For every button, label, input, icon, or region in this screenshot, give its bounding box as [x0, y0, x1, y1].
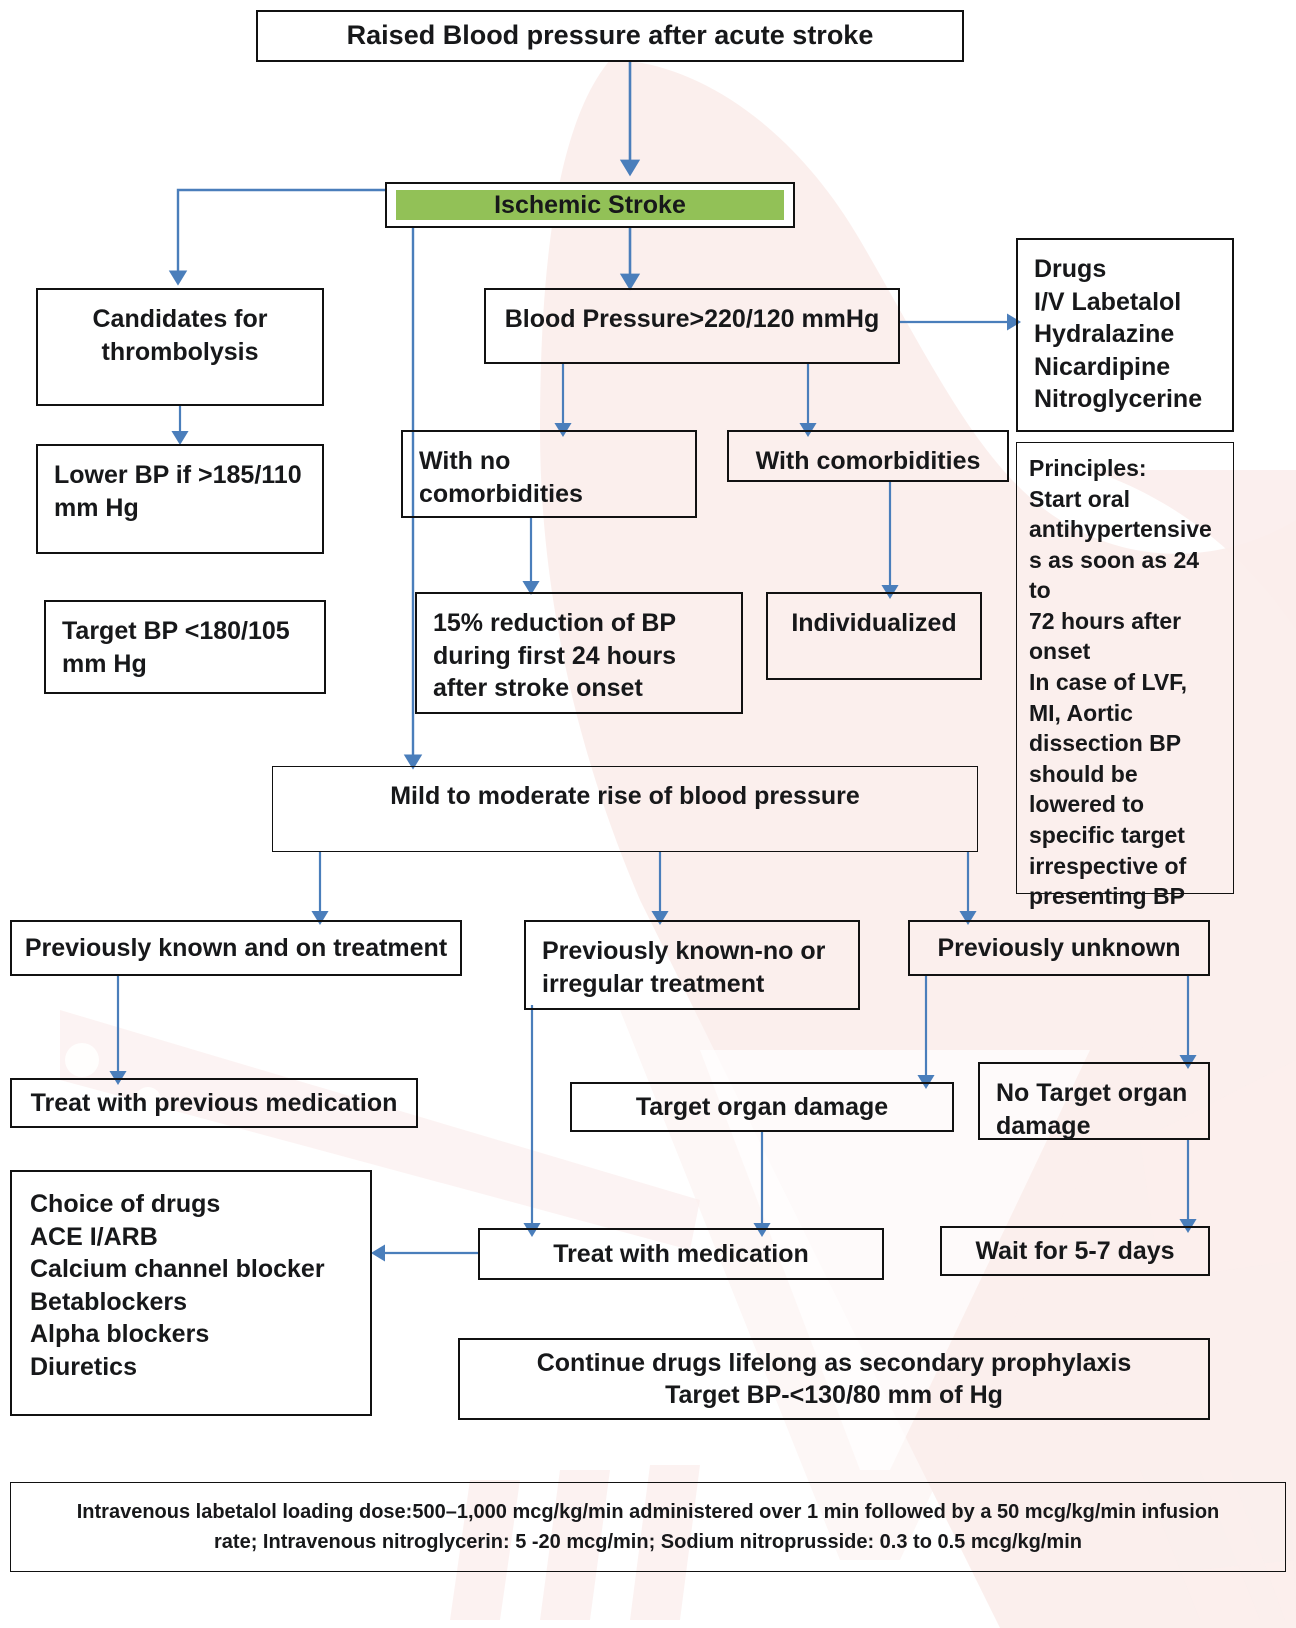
- node-prev-unknown-label: Previously unknown: [937, 933, 1181, 962]
- node-no-comorbidities-label: With no comorbidities: [419, 447, 583, 508]
- node-principles: Principles: Start oral antihypertensive …: [1016, 442, 1234, 909]
- node-individualized: Individualized: [766, 592, 982, 680]
- node-wait-5-7-days-label: Wait for 5-7 days: [975, 1236, 1175, 1265]
- node-footnote-label: Intravenous labetalol loading dose:500–1…: [76, 1501, 1220, 1553]
- node-continue-drugs: Continue drugs lifelong as secondary pro…: [458, 1338, 1210, 1420]
- node-prev-known-no-irregular: Previously known-no or irregular treatme…: [524, 920, 860, 1010]
- node-bp-220-120-label: Blood Pressure>220/120 mmHg: [504, 305, 880, 333]
- node-choice-of-drugs-label: Choice of drugs ACE I/ARB Calcium channe…: [30, 1190, 325, 1381]
- edge-ischemic-to-candidates: [168, 188, 386, 286]
- node-ischemic-stroke: Ischemic Stroke: [385, 182, 795, 228]
- node-treat-with-medication-label: Treat with medication: [553, 1239, 809, 1268]
- node-15-reduction-label: 15% reduction of BP during first 24 hour…: [433, 609, 677, 702]
- node-treat-previous-medication-label: Treat with previous medication: [30, 1088, 398, 1117]
- node-prev-known-no-irregular-label: Previously known-no or irregular treatme…: [542, 937, 826, 998]
- node-bp-220-120: Blood Pressure>220/120 mmHg: [484, 288, 900, 364]
- node-footnote: Intravenous labetalol loading dose:500–1…: [10, 1482, 1286, 1572]
- node-drugs-label: Drugs I/V Labetalol Hydralazine Nicardip…: [1034, 255, 1203, 413]
- node-title: Raised Blood pressure after acute stroke: [256, 10, 964, 62]
- node-prev-known-on-treatment: Previously known and on treatment: [10, 920, 462, 976]
- node-target-bp-180: Target BP <180/105 mm Hg: [44, 600, 326, 694]
- node-prev-unknown: Previously unknown: [908, 920, 1210, 976]
- node-with-comorbidities-label: With comorbidities: [755, 447, 981, 475]
- node-lower-bp: Lower BP if >185/110 mm Hg: [36, 444, 324, 554]
- node-no-comorbidities: With no comorbidities: [401, 430, 697, 518]
- node-ischemic-stroke-label: Ischemic Stroke: [494, 190, 686, 219]
- node-lower-bp-label: Lower BP if >185/110 mm Hg: [54, 461, 302, 522]
- node-no-target-organ-damage: No Target organ damage: [978, 1062, 1210, 1140]
- node-principles-label: Principles: Start oral antihypertensive …: [1029, 455, 1212, 910]
- node-treat-previous-medication: Treat with previous medication: [10, 1078, 418, 1128]
- node-prev-known-on-treatment-label: Previously known and on treatment: [24, 933, 448, 962]
- node-mild-moderate-label: Mild to moderate rise of blood pressure: [390, 782, 860, 810]
- node-title-label: Raised Blood pressure after acute stroke: [346, 20, 874, 51]
- node-target-bp-180-label: Target BP <180/105 mm Hg: [62, 617, 290, 678]
- node-treat-with-medication: Treat with medication: [478, 1228, 884, 1280]
- node-with-comorbidities: With comorbidities: [727, 430, 1009, 482]
- node-drugs: Drugs I/V Labetalol Hydralazine Nicardip…: [1016, 238, 1234, 432]
- node-ischemic-stroke-fill: Ischemic Stroke: [396, 190, 784, 220]
- node-continue-drugs-label: Continue drugs lifelong as secondary pro…: [536, 1348, 1132, 1410]
- node-candidates-thrombolysis-label: Candidates for thrombolysis: [92, 305, 268, 366]
- node-target-organ-damage: Target organ damage: [570, 1082, 954, 1132]
- node-mild-moderate: Mild to moderate rise of blood pressure: [272, 766, 978, 852]
- node-wait-5-7-days: Wait for 5-7 days: [940, 1226, 1210, 1276]
- node-target-organ-damage-label: Target organ damage: [635, 1092, 889, 1121]
- node-no-target-organ-damage-label: No Target organ damage: [996, 1079, 1188, 1140]
- node-candidates-thrombolysis: Candidates for thrombolysis: [36, 288, 324, 406]
- node-15-reduction: 15% reduction of BP during first 24 hour…: [415, 592, 743, 714]
- node-choice-of-drugs: Choice of drugs ACE I/ARB Calcium channe…: [10, 1170, 372, 1416]
- node-individualized-label: Individualized: [791, 609, 957, 637]
